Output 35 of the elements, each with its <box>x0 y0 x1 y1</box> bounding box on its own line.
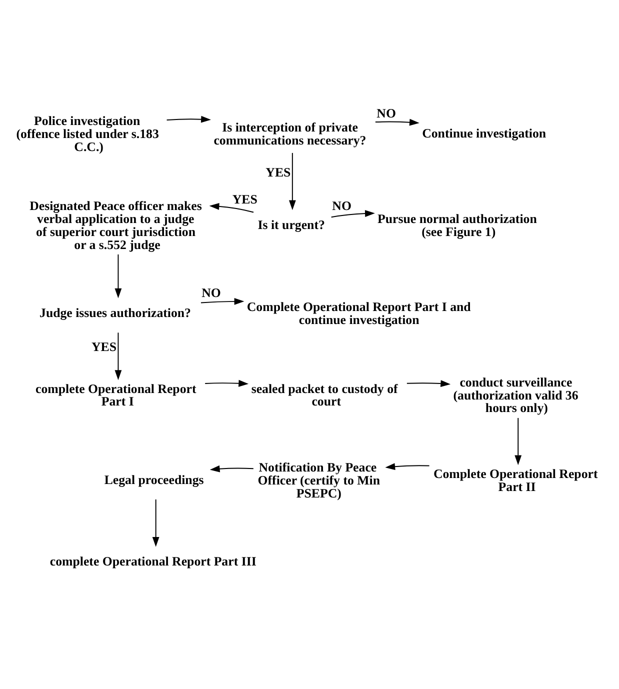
arrow <box>114 254 122 298</box>
node-text: Is it urgent? <box>258 218 325 232</box>
arrow <box>152 498 160 547</box>
arrow <box>166 116 211 123</box>
node-text: Police investigation (offence listed under s.183 C.C.) <box>16 114 159 154</box>
node-text: complete Operational Report Part I <box>36 382 196 409</box>
arrow <box>200 298 244 305</box>
node-text: Continue investigation <box>422 126 546 140</box>
node-text: Complete Operational Report Part I and continue investigation <box>246 300 471 328</box>
arrow <box>210 465 254 472</box>
arrow <box>374 118 420 126</box>
arrow <box>204 380 249 387</box>
node-text: conduct surveillance (authorization valid 36 hours only) <box>453 375 578 416</box>
node-text: complete Operational Report Part III <box>50 554 256 569</box>
edge-label: NO <box>332 198 352 213</box>
arrow <box>288 152 296 210</box>
node-text: Pursue normal authorization (see Figure 1) <box>378 212 537 239</box>
arrow <box>114 332 122 380</box>
edge-label: NO <box>376 106 396 120</box>
node-text: Judge issues authorization? <box>40 306 191 320</box>
node-text: Designated Peace officer makes verbal application to a judge of superior court jurisdiction or a s.552 judge <box>30 199 202 252</box>
edge-label: YES <box>266 165 291 180</box>
node-text: Is interception of private communications necessary? <box>214 120 366 148</box>
node-text: sealed packet to custody of court <box>251 382 398 409</box>
node-text: Notification By Peace Officer (certify to Min PSEPC) <box>258 460 380 500</box>
arrow <box>209 202 254 213</box>
edge-label: NO <box>202 286 221 300</box>
edge-label: YES <box>232 192 258 206</box>
arrow <box>385 463 430 470</box>
node-text: Legal proceedings <box>104 472 204 487</box>
node-text: Complete Operational Report Part II <box>433 466 598 494</box>
edge-label: YES <box>91 340 116 354</box>
arrow <box>330 210 375 218</box>
arrow <box>406 380 451 387</box>
arrow <box>514 417 522 466</box>
